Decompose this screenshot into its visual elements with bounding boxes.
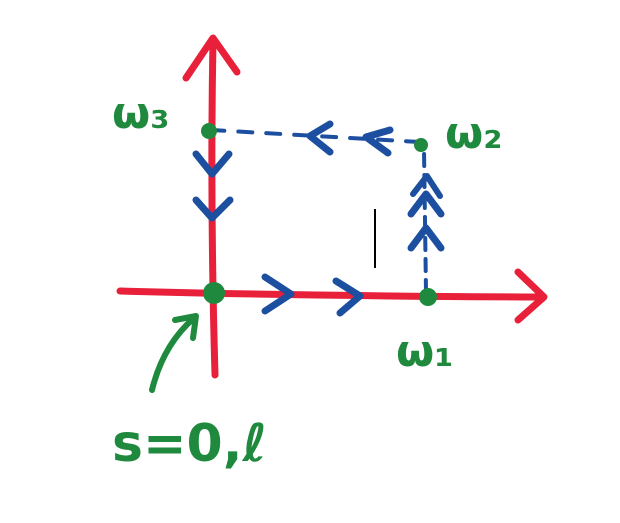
w1-point xyxy=(419,288,437,306)
path-top-segment xyxy=(210,128,422,144)
vertical-axis xyxy=(208,36,219,379)
arrow-up-3 xyxy=(410,173,443,199)
w2-point xyxy=(414,138,428,152)
pointer-arrow xyxy=(149,313,199,393)
path xyxy=(192,120,445,317)
points xyxy=(201,123,437,306)
w3-point xyxy=(201,123,217,139)
s-label: s=0,ℓ xyxy=(112,414,267,474)
path-right-segment xyxy=(422,148,428,294)
arrow-down-1 xyxy=(192,150,233,178)
arrow-right-1 xyxy=(261,273,295,315)
pointer-arrow-head xyxy=(172,313,199,341)
w1-label: ω₁ xyxy=(396,326,454,377)
arrow-down-2 xyxy=(192,196,234,222)
horizontal-axis-arrowhead xyxy=(514,268,548,324)
axes xyxy=(116,34,548,379)
arrow-left-1 xyxy=(362,126,394,157)
origin-point xyxy=(203,282,225,304)
arrow-right-2 xyxy=(332,277,364,317)
horizontal-axis xyxy=(116,287,544,301)
vertical-axis-arrowhead xyxy=(182,34,241,82)
w3-label: ω₃ xyxy=(112,88,170,139)
pointer-arrow-shaft xyxy=(149,315,197,393)
w2-label: ω₂ xyxy=(445,108,503,159)
arrow-up-1 xyxy=(407,224,445,252)
arrow-left-2 xyxy=(306,120,334,156)
arrow-up-2 xyxy=(407,190,445,218)
